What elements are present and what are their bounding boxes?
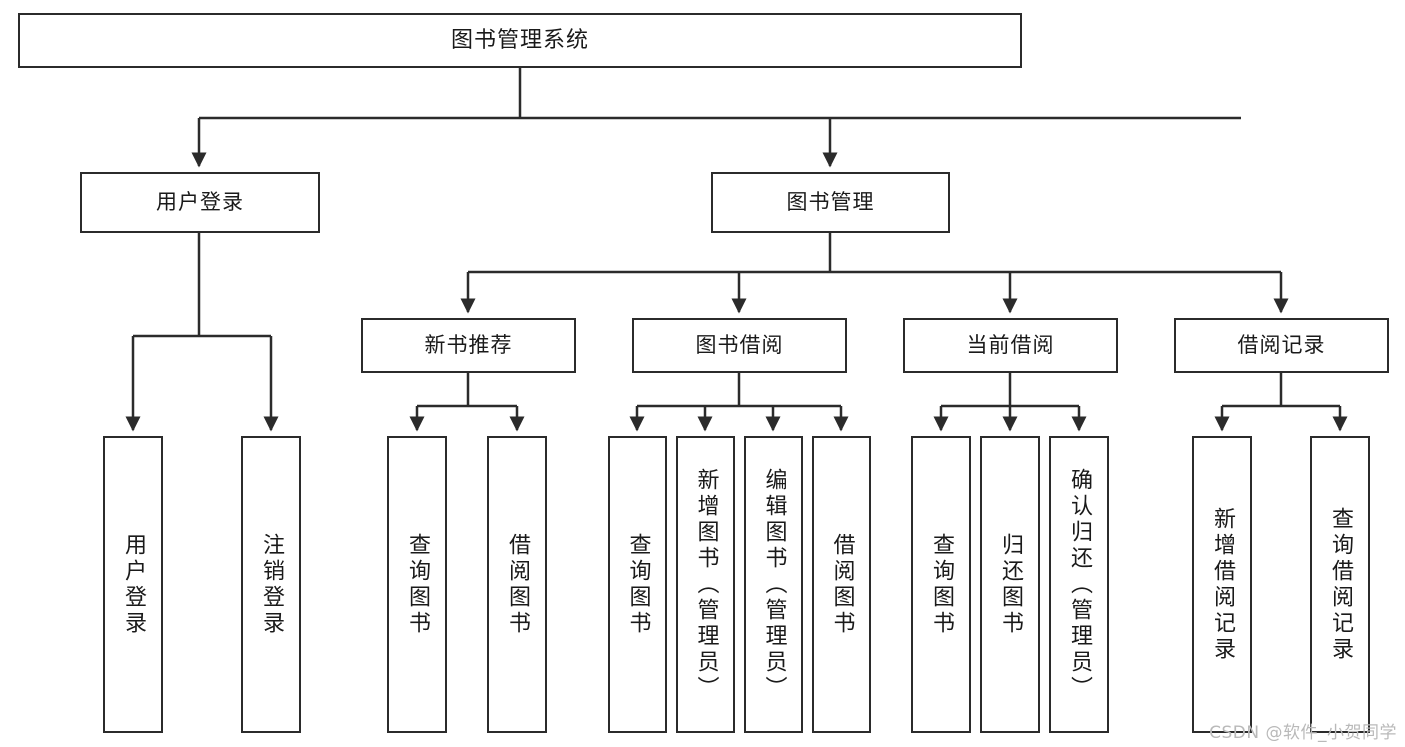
node-label: 图书管理系统 xyxy=(450,27,589,53)
node-root-system[interactable]: 图书管理系统 xyxy=(18,13,1022,68)
node-new-book-recommend[interactable]: 新书推荐 xyxy=(361,318,576,373)
node-label: 注销登录 xyxy=(258,532,284,637)
node-label: 归还图书 xyxy=(997,532,1023,637)
node-leaf-bookborrow-query[interactable]: 查询图书 xyxy=(608,436,667,733)
node-label: 当前借阅 xyxy=(966,333,1055,357)
node-leaf-borrowrecord-add[interactable]: 新增借阅记录 xyxy=(1192,436,1252,733)
csdn-watermark: CSDN @软件_小贺同学 xyxy=(1209,723,1397,743)
node-leaf-currentborrow-confirm[interactable]: 确认归还（管理员） xyxy=(1049,436,1109,733)
node-leaf-user-login-signin[interactable]: 用户登录 xyxy=(103,436,163,733)
node-label: 借阅图书 xyxy=(504,532,530,637)
node-book-borrow[interactable]: 图书借阅 xyxy=(632,318,847,373)
node-label: 新增借阅记录 xyxy=(1209,506,1235,663)
node-label: 用户登录 xyxy=(120,532,146,637)
node-user-login[interactable]: 用户登录 xyxy=(80,172,320,233)
node-label: 编辑图书（管理员） xyxy=(761,467,787,702)
node-label: 图书借阅 xyxy=(695,333,784,357)
node-label: 查询图书 xyxy=(928,532,954,637)
node-label: 查询图书 xyxy=(404,532,430,637)
node-label: 查询借阅记录 xyxy=(1327,506,1353,663)
node-label: 确认归还（管理员） xyxy=(1066,467,1092,702)
node-leaf-user-login-signout[interactable]: 注销登录 xyxy=(241,436,301,733)
node-leaf-borrowrecord-query[interactable]: 查询借阅记录 xyxy=(1310,436,1370,733)
node-label: 用户登录 xyxy=(156,190,244,214)
node-label: 新书推荐 xyxy=(424,333,513,357)
node-leaf-newbook-borrow[interactable]: 借阅图书 xyxy=(487,436,547,733)
node-current-borrow[interactable]: 当前借阅 xyxy=(903,318,1118,373)
node-leaf-bookborrow-borrow[interactable]: 借阅图书 xyxy=(812,436,871,733)
node-leaf-bookborrow-edit[interactable]: 编辑图书（管理员） xyxy=(744,436,803,733)
node-book-management[interactable]: 图书管理 xyxy=(711,172,950,233)
node-leaf-currentborrow-return[interactable]: 归还图书 xyxy=(980,436,1040,733)
node-leaf-newbook-query[interactable]: 查询图书 xyxy=(387,436,447,733)
node-label: 查询图书 xyxy=(625,532,651,637)
node-label: 图书管理 xyxy=(786,190,875,214)
node-label: 新增图书（管理员） xyxy=(693,467,719,702)
node-leaf-currentborrow-query[interactable]: 查询图书 xyxy=(911,436,971,733)
node-label: 借阅图书 xyxy=(829,532,855,637)
node-leaf-bookborrow-add[interactable]: 新增图书（管理员） xyxy=(676,436,735,733)
node-borrow-record[interactable]: 借阅记录 xyxy=(1174,318,1389,373)
node-label: 借阅记录 xyxy=(1237,333,1326,357)
